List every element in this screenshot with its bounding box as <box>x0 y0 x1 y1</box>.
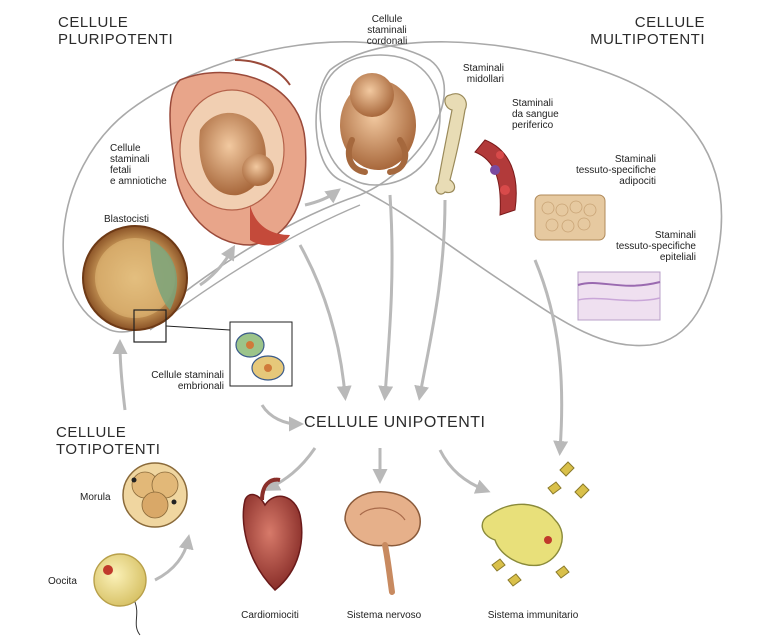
immunitario-label: Sistema immunitario <box>487 610 579 621</box>
nervoso-label: Sistema nervoso <box>346 610 422 621</box>
immune-cell-illustration <box>481 461 590 587</box>
adipociti-label: Staminali tessuto-specifiche adipociti <box>575 154 656 187</box>
cardiomiociti-label: Cardiomiociti <box>241 610 299 621</box>
arrow-cord-uni-1 <box>298 244 352 401</box>
separator-line <box>149 204 361 331</box>
cordonali-label: Cellule staminali cordonali <box>366 14 408 47</box>
blastocyst-illustration <box>82 225 231 343</box>
morula-illustration <box>122 462 188 528</box>
heart-illustration <box>242 477 303 592</box>
arrow-oocyte-morula <box>154 534 194 582</box>
arrow-fetal-cord <box>304 188 341 207</box>
arrow-uni-immune <box>438 449 491 494</box>
totipotent-heading: CELLULE TOTIPOTENTI <box>56 424 161 458</box>
arrow-marrow-uni <box>414 199 447 401</box>
blood-vessel-illustration <box>474 139 517 216</box>
morula-label: Morula <box>80 492 111 503</box>
multipotent-heading: CELLULE MULTIPOTENTI <box>590 14 705 48</box>
oocyte-illustration <box>93 553 147 636</box>
pluripotent-heading: CELLULE PLURIPOTENTI <box>58 14 174 48</box>
embryonic-stem-cells-illustration <box>229 321 293 387</box>
bone-illustration <box>435 93 467 195</box>
oocita-label: Oocita <box>48 576 77 587</box>
brain-illustration <box>344 491 421 595</box>
sangue-label: Staminali da sangue periferico <box>512 98 559 131</box>
midollari-label: Staminali midollari <box>462 63 504 85</box>
fetus-illustration <box>340 73 416 175</box>
fetal-amniotic-illustration <box>169 59 307 246</box>
arrow-toti-pluri <box>112 339 128 411</box>
embrionali-label: Cellule staminali embrionali <box>151 370 224 392</box>
blastocisti-label: Blastocisti <box>104 214 150 225</box>
arrow-cord-uni-2 <box>378 194 394 401</box>
arrow-uni-heart <box>264 447 317 491</box>
cordonali-circle <box>319 54 441 186</box>
epiteliali-label: Staminali tessuto-specifiche epiteliali <box>615 230 696 263</box>
pluripotent-outline <box>62 40 446 333</box>
epithelial-tissue-illustration <box>577 271 661 321</box>
fetali-label: Cellule staminali fetali e amniotiche <box>110 143 167 187</box>
adipocytes-illustration <box>534 194 606 241</box>
unipotent-heading: CELLULE UNIPOTENTI <box>304 414 486 431</box>
multipotent-outline <box>315 41 723 347</box>
arrow-multi-immune <box>533 259 569 456</box>
arrow-blast-fetal <box>199 244 236 287</box>
arrow-embryo-uni <box>260 404 304 432</box>
